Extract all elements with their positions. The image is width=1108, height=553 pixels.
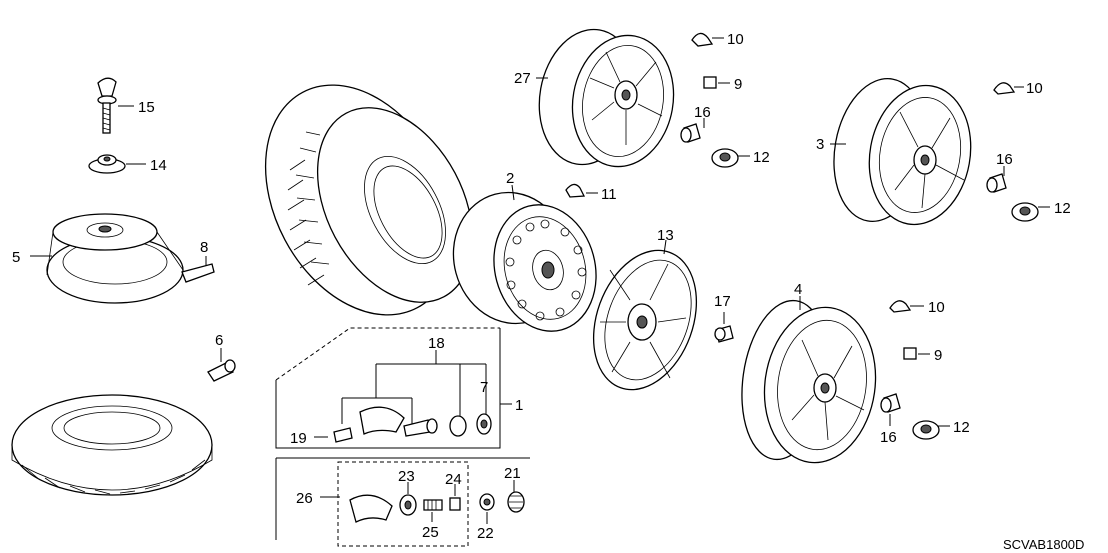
callout-22: 22 bbox=[477, 525, 494, 542]
callout-4: 4 bbox=[794, 281, 802, 298]
valve-core-25 bbox=[423, 499, 443, 511]
washer-22 bbox=[479, 493, 495, 511]
valve-6 bbox=[207, 359, 236, 382]
wheel-nut-16-top bbox=[680, 123, 701, 143]
alloy-wheel-4 bbox=[741, 299, 877, 464]
clip-10-lower bbox=[889, 300, 912, 313]
clip-10-right bbox=[993, 82, 1016, 95]
wheel-cover bbox=[592, 249, 698, 391]
callout-14: 14 bbox=[150, 157, 167, 174]
wing-bolt bbox=[97, 77, 117, 134]
callout-12b: 12 bbox=[1054, 200, 1071, 217]
callout-12a: 12 bbox=[753, 149, 770, 166]
callout-10c: 10 bbox=[928, 299, 945, 316]
callout-15: 15 bbox=[138, 99, 155, 116]
callout-12c: 12 bbox=[953, 419, 970, 436]
callout-16b: 16 bbox=[996, 151, 1013, 168]
clip-10-top bbox=[691, 32, 714, 47]
spare-tire bbox=[11, 394, 213, 496]
callout-1: 1 bbox=[515, 397, 523, 414]
center-cap-12-right bbox=[1011, 202, 1039, 222]
callout-19: 19 bbox=[290, 430, 307, 447]
steel-wheel bbox=[452, 191, 597, 332]
weight-9-lower bbox=[903, 347, 917, 360]
callout-9b: 9 bbox=[934, 347, 942, 364]
wheel-nut-16-right bbox=[986, 173, 1007, 193]
cap-24 bbox=[449, 497, 461, 511]
diagram-code: SCVAB1800D bbox=[1003, 537, 1084, 552]
callout-27: 27 bbox=[514, 70, 531, 87]
callout-5: 5 bbox=[12, 249, 20, 266]
callout-13: 13 bbox=[657, 227, 674, 244]
callout-17: 17 bbox=[714, 293, 731, 310]
center-cap-12-lower bbox=[912, 420, 940, 440]
callout-2: 2 bbox=[506, 170, 514, 187]
leader-2 bbox=[511, 184, 515, 201]
grommet-23 bbox=[399, 494, 417, 516]
nut-21 bbox=[507, 491, 525, 513]
tpms-sensor bbox=[359, 406, 438, 437]
main-tire bbox=[264, 84, 474, 316]
spare-wheel-nut bbox=[88, 154, 126, 174]
callout-9a: 9 bbox=[734, 76, 742, 93]
callout-23: 23 bbox=[398, 468, 415, 485]
callout-21: 21 bbox=[504, 465, 521, 482]
tpms-components-box bbox=[275, 457, 530, 547]
wheel-nut-16-lower bbox=[880, 393, 901, 413]
callout-24: 24 bbox=[445, 471, 462, 488]
weight-9-top bbox=[703, 76, 717, 89]
callout-3: 3 bbox=[816, 136, 824, 153]
callout-16c: 16 bbox=[880, 429, 897, 446]
callout-6: 6 bbox=[215, 332, 223, 349]
spare-steel-wheel bbox=[46, 213, 184, 304]
callout-25: 25 bbox=[422, 524, 439, 541]
callout-16a: 16 bbox=[694, 104, 711, 121]
valve-17 bbox=[714, 325, 734, 343]
alloy-wheel-3 bbox=[833, 78, 972, 226]
tpms-sensor-26 bbox=[349, 494, 393, 523]
center-cap-12-top bbox=[711, 148, 739, 168]
tpms-valve-small bbox=[333, 427, 353, 443]
callout-18: 18 bbox=[428, 335, 445, 352]
callout-8: 8 bbox=[200, 239, 208, 256]
balance-weight bbox=[181, 263, 215, 283]
leader-13 bbox=[663, 239, 667, 255]
callout-10a: 10 bbox=[727, 31, 744, 48]
callout-7: 7 bbox=[480, 379, 488, 396]
tpms-kit-box bbox=[275, 327, 512, 449]
callout-10b: 10 bbox=[1026, 80, 1043, 97]
callout-11: 11 bbox=[601, 186, 617, 203]
callout-26: 26 bbox=[296, 490, 313, 507]
clip-11 bbox=[565, 183, 586, 198]
tpms-cap bbox=[449, 413, 492, 437]
alloy-wheel-27 bbox=[538, 28, 675, 168]
